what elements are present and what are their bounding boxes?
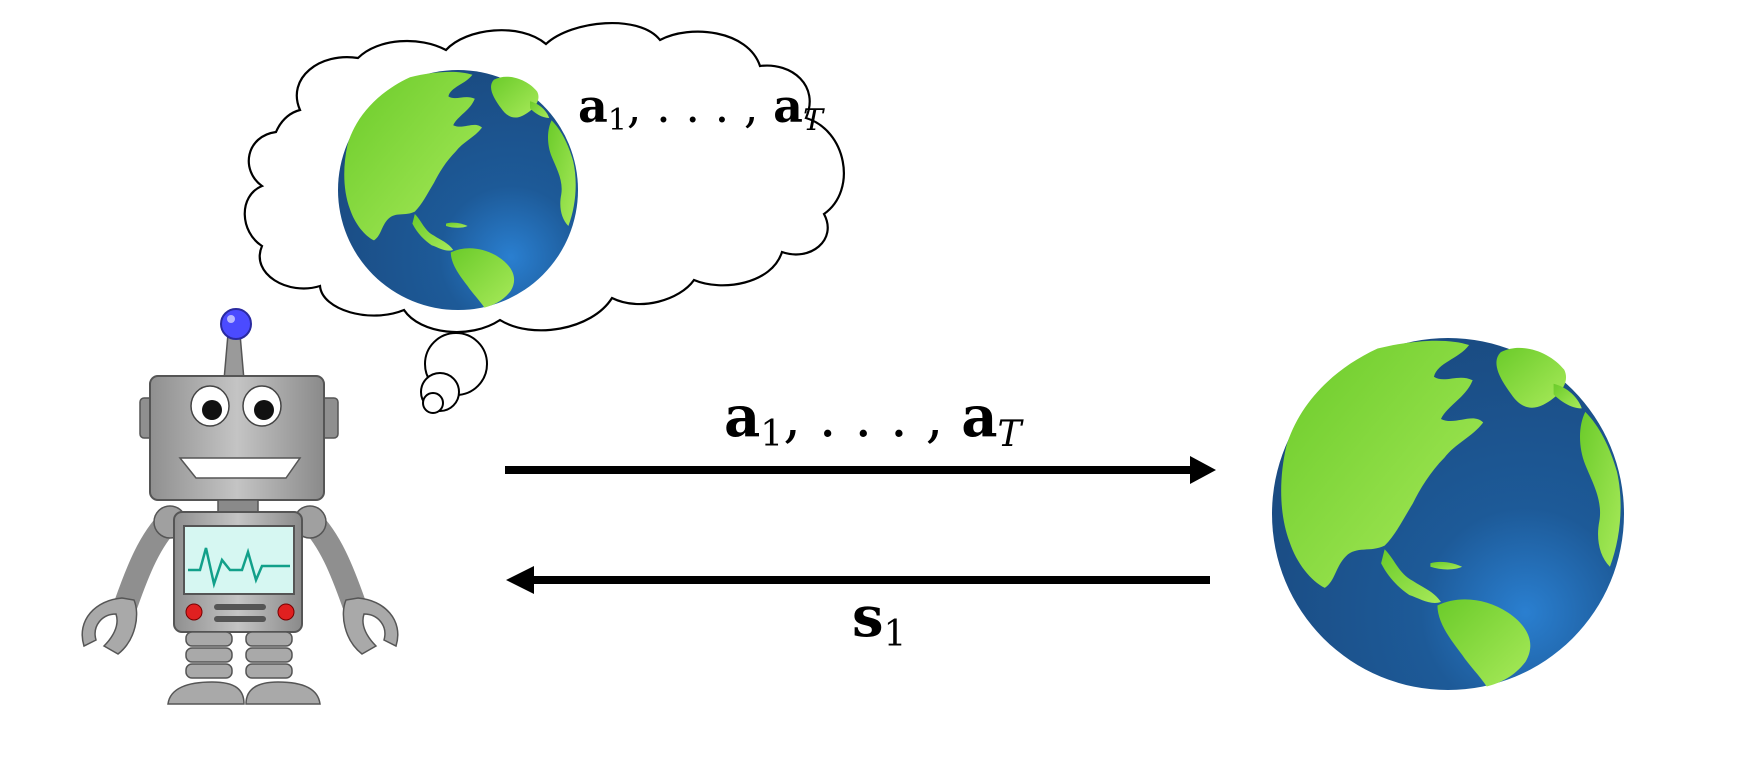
state-arrow-label: s1 — [852, 584, 906, 655]
state-arrowhead — [506, 566, 534, 594]
robot-led-left — [185, 603, 203, 621]
thought-first-index: 1 — [608, 103, 627, 138]
thought-globe-icon — [338, 69, 578, 310]
action-last-index: T — [998, 414, 1025, 455]
state-symbol: s — [852, 584, 884, 650]
thought-last-index: T — [803, 103, 825, 138]
thought-dot-small — [422, 392, 444, 414]
thought-ellipsis: , . . . , — [627, 79, 773, 133]
action-arrowhead — [1190, 456, 1216, 484]
action-ellipsis: , . . . , — [783, 385, 961, 450]
robot-led-right — [277, 603, 295, 621]
robot-icon — [81, 308, 399, 705]
action-first-index: 1 — [760, 414, 783, 455]
robot-leg-right — [245, 631, 321, 705]
robot-leg-left — [167, 631, 245, 705]
robot-claw-right — [342, 597, 399, 655]
action-symbol-last: a — [961, 384, 997, 450]
thought-action-symbol-last: a — [773, 79, 803, 133]
robot-head — [149, 375, 325, 501]
state-arrow: s1 — [506, 566, 1210, 655]
robot-antenna — [223, 333, 245, 381]
robot-heartbeat-trace — [188, 547, 290, 589]
action-symbol-first: a — [724, 384, 760, 450]
thought-bubble: a1, . . . , aT — [243, 22, 845, 414]
robot-claw-left — [81, 597, 138, 655]
robot-screen — [183, 525, 295, 595]
robot-antenna-ball — [220, 308, 252, 340]
thought-action-symbol-first: a — [578, 79, 608, 133]
world-globe-icon — [1272, 338, 1624, 690]
state-index: 1 — [884, 614, 907, 655]
action-arrow: a1, . . . , aT — [505, 384, 1216, 484]
thought-action-sequence: a1, . . . , aT — [578, 79, 825, 138]
action-arrow-label: a1, . . . , aT — [724, 384, 1025, 455]
robot-mouth — [178, 457, 302, 479]
